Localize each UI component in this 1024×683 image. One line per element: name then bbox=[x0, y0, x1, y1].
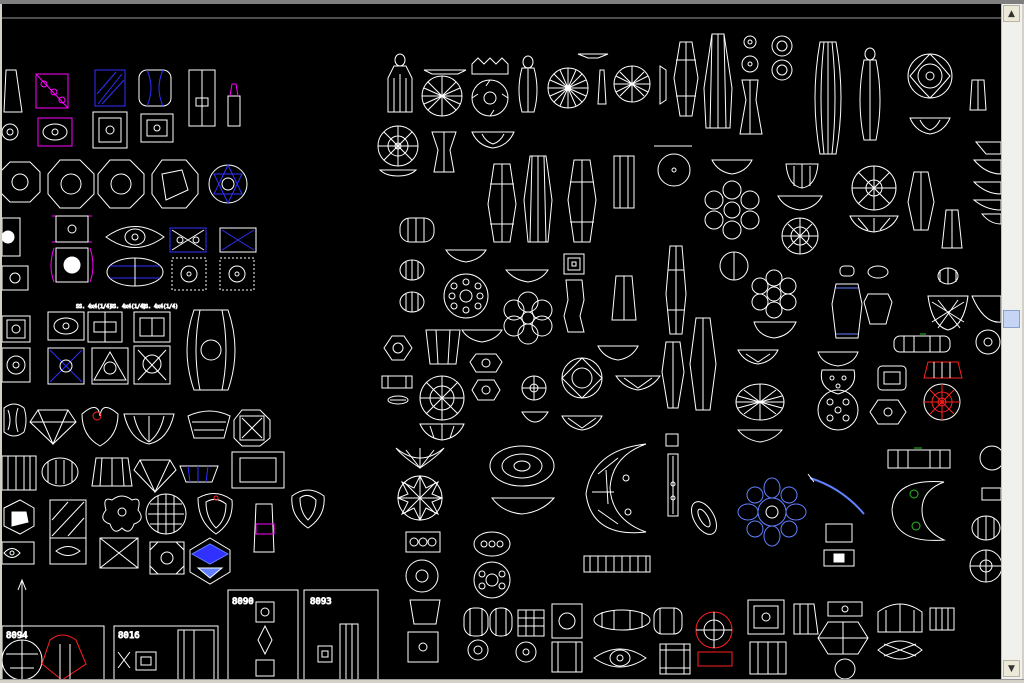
arrow-up-icon[interactable]: ▲ bbox=[1003, 5, 1020, 22]
bead-red-cap bbox=[923, 361, 963, 421]
vertical-scrollbar[interactable]: ▲ ▼ bbox=[1001, 4, 1022, 680]
bead-blue-hatched bbox=[94, 69, 126, 107]
bead-daisy-2 bbox=[751, 269, 797, 339]
bead-rose-disc bbox=[907, 53, 953, 135]
bead-crown-flower bbox=[471, 57, 509, 117]
frame-label-8094: 8094 bbox=[6, 631, 28, 641]
bead-tube-shape bbox=[3, 69, 23, 113]
bead-blue-capsule bbox=[831, 265, 863, 339]
bead-capsule-tall bbox=[518, 55, 538, 113]
bead-magenta-square bbox=[35, 73, 69, 109]
small-label-2: SS. 4x4(1/4) bbox=[110, 304, 146, 310]
bead-spindle-1 bbox=[673, 41, 699, 117]
bead-crescent-large bbox=[585, 443, 647, 534]
bead-spindle-2 bbox=[703, 33, 733, 129]
bead-blue-cube bbox=[189, 537, 231, 585]
scrollbar-thumb[interactable] bbox=[1003, 310, 1020, 328]
frame-label-8016: 8016 bbox=[118, 631, 140, 641]
drawing-canvas[interactable]: SS. 4x4(1/4) SS. 4x4(1/4) SS. 4x4(1/4) bbox=[2, 4, 1001, 680]
bead-red-ring bbox=[695, 611, 733, 667]
frame-label-8090: 8090 bbox=[232, 597, 254, 607]
small-label-1: SS. 4x4(1/4) bbox=[76, 304, 112, 310]
bead-vase bbox=[859, 47, 881, 141]
bead-daisy-1 bbox=[704, 180, 760, 240]
bead-green-crescent bbox=[891, 481, 946, 541]
frame-label-8093: 8093 bbox=[310, 597, 332, 607]
bead-rose-wheel bbox=[377, 125, 419, 177]
bead-dotted-sphere bbox=[443, 273, 489, 319]
title-frame-8093 bbox=[303, 589, 379, 680]
bead-eye-shape bbox=[105, 226, 165, 248]
bead-oval-dish bbox=[489, 445, 556, 515]
bead-stack-circles bbox=[739, 35, 793, 135]
title-frame-8090 bbox=[227, 589, 299, 680]
bead-cylinder-blue bbox=[106, 257, 164, 287]
bead-round-medallion bbox=[654, 145, 692, 187]
bead-green-cylinder bbox=[893, 333, 951, 353]
bead-blue-flower bbox=[737, 477, 807, 547]
bead-heart-dome bbox=[817, 351, 859, 431]
bead-column-stack bbox=[665, 245, 687, 335]
bead-octagon-row bbox=[2, 159, 248, 209]
bead-fan-disc bbox=[547, 53, 609, 109]
bead-stick-pair bbox=[665, 433, 717, 535]
bead-oval-net bbox=[735, 383, 785, 443]
bead-umbrella-pair bbox=[395, 447, 445, 522]
ucs-axis-icon bbox=[17, 578, 27, 638]
bead-cup-stack bbox=[777, 163, 823, 255]
bead-flower-6 bbox=[503, 291, 553, 345]
small-label-3: SS. 4x4(1/4) bbox=[142, 304, 178, 310]
title-frame-8094 bbox=[2, 625, 105, 680]
bead-eye-bottom bbox=[593, 648, 647, 668]
bead-tall-rect bbox=[188, 69, 216, 127]
bead-magenta-frame bbox=[37, 117, 73, 147]
bead-magenta-barrel bbox=[50, 215, 94, 283]
bead-tube-group bbox=[487, 155, 635, 243]
window-top-border bbox=[0, 0, 1024, 4]
bead-octagon-hatched bbox=[233, 409, 271, 447]
bead-sphere-grid bbox=[419, 375, 465, 441]
bead-star-disc bbox=[613, 65, 667, 105]
bead-large-drum bbox=[186, 309, 236, 391]
bead-magenta-lipstick bbox=[227, 83, 241, 127]
window-bottom-border bbox=[0, 679, 1024, 683]
bead-blue-oval-cage bbox=[138, 69, 172, 107]
bead-rosette-plate bbox=[421, 69, 467, 117]
bead-globe bbox=[849, 165, 899, 233]
bead-tall-spikes bbox=[661, 317, 717, 411]
bead-long-tube bbox=[814, 41, 842, 155]
cad-drawing: SS. 4x4(1/4) SS. 4x4(1/4) SS. 4x4(1/4) bbox=[2, 17, 1001, 680]
bead-lotus-flower bbox=[561, 357, 603, 431]
arrow-down-icon[interactable]: ▼ bbox=[1003, 660, 1020, 677]
bead-blue-x-square bbox=[47, 347, 85, 385]
bead-bottle bbox=[387, 53, 413, 113]
bead-bowl-stack-right bbox=[972, 141, 1001, 225]
title-frame-8016 bbox=[113, 625, 219, 680]
